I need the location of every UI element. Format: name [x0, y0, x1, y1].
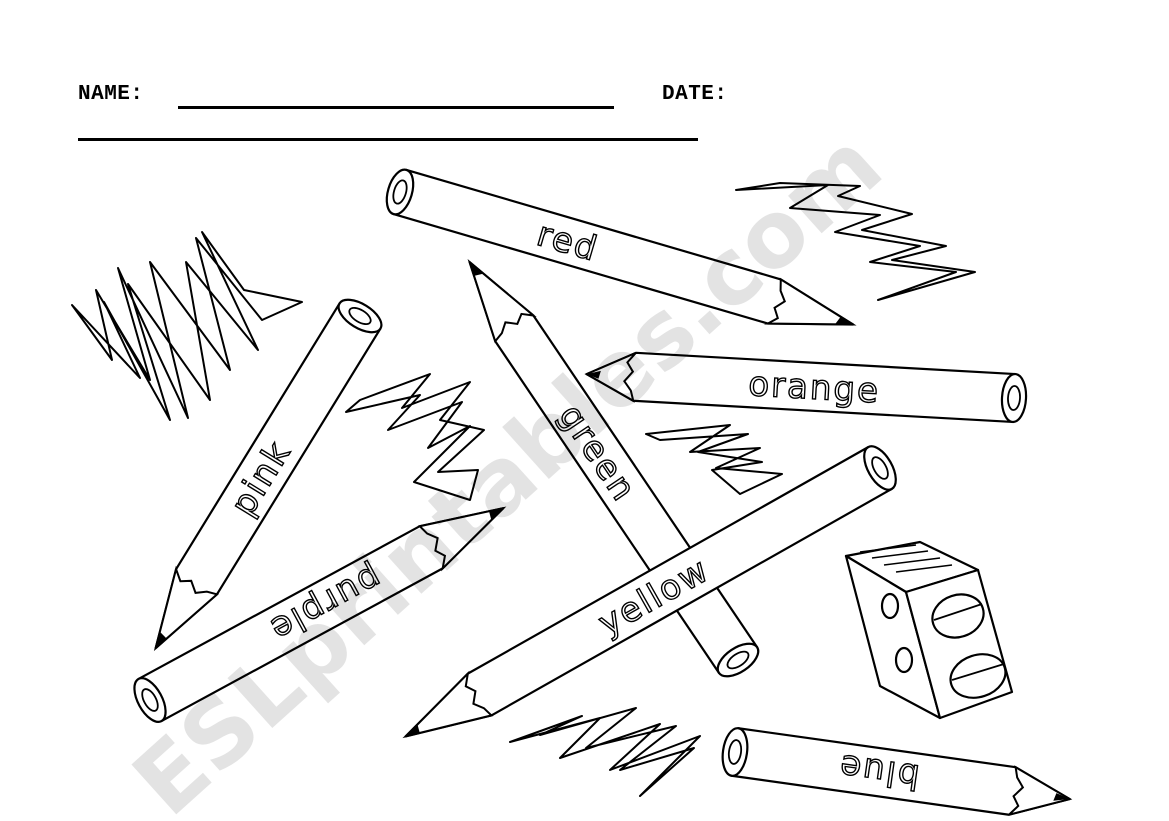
- pencil-blue: blue: [721, 727, 1073, 816]
- pencil-sharpener-icon: [844, 540, 1014, 720]
- scribble-marks: [71, 182, 976, 797]
- date-label: DATE:: [662, 83, 728, 106]
- name-label: NAME:: [78, 83, 144, 106]
- second-answer-line: [78, 138, 698, 141]
- name-answer-line: [178, 106, 614, 109]
- pencil-word-orange: orange: [747, 364, 881, 411]
- pencil-word-red: red: [532, 214, 602, 270]
- pencil-orange: orange: [584, 351, 1028, 424]
